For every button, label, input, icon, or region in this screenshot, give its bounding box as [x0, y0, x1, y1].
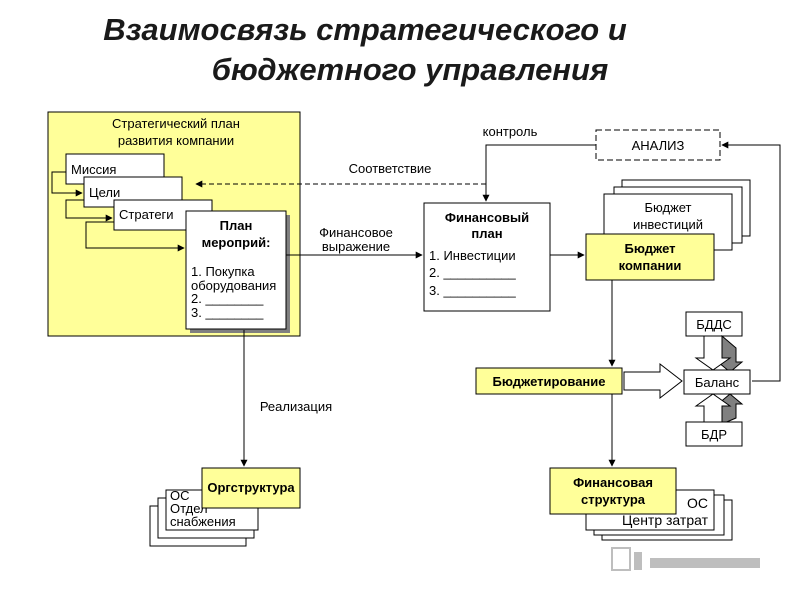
action-plan-item2: 2. ________	[191, 291, 264, 306]
mission-label: Миссия	[71, 162, 116, 177]
budgeting-label: Бюджетирование	[493, 374, 606, 389]
goals-strategy-connector	[65, 199, 113, 222]
slide-title: Взаимосвязь стратегического и бюджетного…	[0, 10, 800, 90]
budgeting-box	[475, 367, 623, 395]
company-budget-line2: компании	[619, 258, 682, 273]
correspondence-label: Соответствие	[349, 161, 432, 176]
org-dept-line2: снабжения	[170, 514, 236, 529]
balance-label: Баланс	[695, 375, 740, 390]
financial-expression-label-2: выражение	[322, 239, 390, 254]
action-plan-item3: 3. ________	[191, 305, 264, 320]
bdds-box	[685, 311, 743, 337]
action-plan-box	[185, 210, 287, 330]
bdr-arrow	[694, 393, 732, 425]
strategy-plan-connector	[85, 221, 185, 252]
bdr-label: БДР	[701, 427, 727, 442]
balance-box	[683, 369, 751, 395]
financial-plan-item2: 2. __________	[429, 265, 517, 280]
control-arrow	[482, 144, 596, 202]
financial-structure-line2: структура	[581, 492, 646, 507]
financial-structure-box	[549, 467, 677, 515]
financial-plan-title-2: план	[471, 226, 502, 241]
org-dept-line1: Отдел	[170, 501, 208, 516]
strategic-plan-title-2: развития компании	[118, 133, 234, 148]
bdr-box	[685, 421, 743, 447]
watermark-icon	[611, 547, 760, 571]
strategic-plan-title-1: Стратегический план	[112, 116, 240, 131]
org-os-label: ОС	[170, 488, 190, 503]
budgeting-to-balance-block-arrow	[623, 362, 683, 400]
company-budget-line1: Бюджет	[625, 241, 676, 256]
cost-center-label: Центр затрат	[622, 512, 709, 528]
financial-plan-item3: 3. __________	[429, 283, 517, 298]
investment-budget-line1: Бюджет	[644, 200, 691, 215]
financial-expression-label-1: Финансовое	[319, 225, 393, 240]
strategy-label: Стратеги	[119, 207, 174, 222]
bdds-arrow	[694, 335, 732, 371]
bdds-label: БДДС	[696, 317, 732, 332]
financial-plan-title-1: Финансовый	[445, 210, 529, 225]
slide-title-line2: бюджетного управления	[211, 52, 609, 87]
analysis-box	[595, 129, 721, 161]
action-plan-title-1: План	[220, 218, 253, 233]
financial-plan-item1: 1. Инвестиции	[429, 248, 516, 263]
org-structure-label: Оргструктура	[207, 480, 295, 495]
action-plan-item1b: оборудования	[191, 278, 276, 293]
realization-label: Реализация	[260, 399, 332, 414]
investment-budget-line2: инвестиций	[633, 217, 703, 232]
analysis-label: АНАЛИЗ	[632, 138, 685, 153]
org-structure-box	[201, 467, 301, 509]
financial-plan-box	[423, 202, 551, 312]
control-label: контроль	[483, 124, 538, 139]
action-plan-item1a: 1. Покупка	[191, 264, 255, 279]
action-plan-title-2: мероприй:	[202, 235, 271, 250]
goals-label: Цели	[89, 185, 120, 200]
slide-title-line1: Взаимосвязь стратегического и	[103, 12, 627, 47]
mission-goals-connector	[51, 171, 83, 197]
fin-os-label: ОС	[687, 495, 708, 511]
balance-analysis-loop	[721, 141, 781, 382]
company-budget-box	[585, 233, 715, 281]
financial-structure-line1: Финансовая	[573, 475, 653, 490]
